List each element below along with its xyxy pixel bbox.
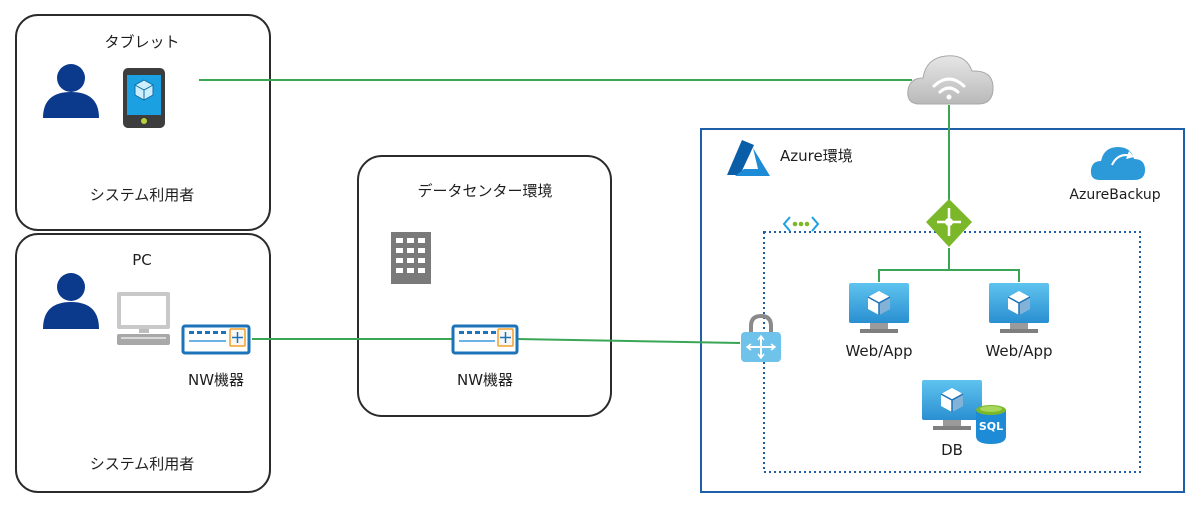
user-icon (43, 273, 99, 329)
azure-backup-label: AzureBackup (1069, 187, 1161, 203)
virtual-network-boundary (763, 231, 1141, 473)
network-switch-icon (181, 324, 251, 355)
azure-environment-group (700, 128, 1185, 493)
sql-database-icon (976, 405, 1006, 444)
connectors (199, 79, 1020, 344)
tablet-user-group (15, 14, 271, 231)
internet-cloud-icon (907, 55, 994, 105)
pc-group-caption: システム利用者 (89, 455, 195, 473)
tablet-group-title: タブレット (104, 33, 180, 51)
virtual-machine-icon (989, 283, 1049, 333)
virtual-machine-icon (849, 283, 909, 333)
db-label: DB (941, 441, 963, 459)
web-app-vm-label: Web/App (845, 342, 913, 360)
azure-backup-icon (1090, 147, 1145, 180)
tablet-icon (123, 68, 165, 128)
database-vm-icon (922, 380, 982, 430)
pc-user-group (15, 233, 271, 493)
datacenter-nw-device-label: NW機器 (456, 371, 514, 389)
azure-logo-icon (727, 140, 770, 176)
vpn-gateway-icon (741, 313, 781, 362)
pc-nw-device-label: NW機器 (187, 371, 245, 389)
azure-environment-title: Azure環境 (780, 147, 853, 165)
virtual-network-icon (782, 216, 820, 232)
datacenter-to-vpn-line (516, 338, 741, 344)
computer-icon (117, 292, 170, 345)
datacenter-title: データセンター環境 (417, 182, 553, 200)
load-balancer-icon (926, 199, 972, 247)
sql-badge-label: SQL (978, 420, 1004, 433)
datacenter-group (357, 155, 612, 417)
user-icon (43, 64, 99, 118)
vm-branch-line (878, 269, 1020, 282)
tablet-group-caption: システム利用者 (89, 186, 195, 204)
web-app-vm-label-2: Web/App (985, 342, 1053, 360)
building-icon (391, 232, 431, 284)
pc-group-title: PC (132, 251, 152, 269)
network-switch-icon (451, 324, 519, 355)
